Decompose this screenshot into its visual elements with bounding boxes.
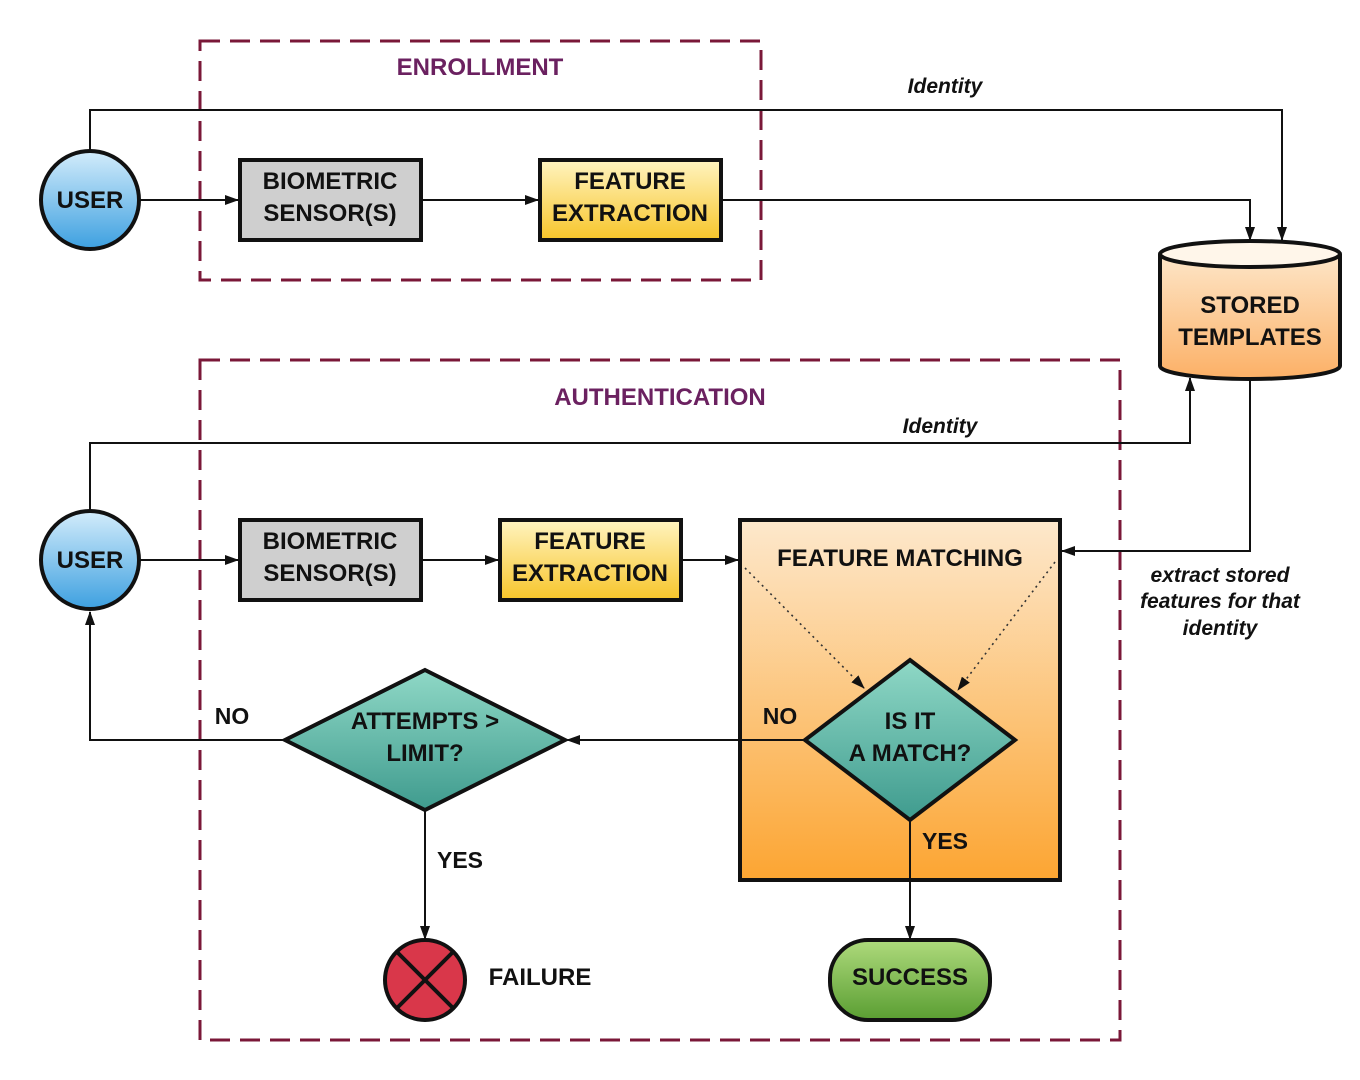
templates-to-matching-connector bbox=[1061, 380, 1251, 556]
attempts-yes-label: YES bbox=[437, 847, 483, 873]
extract-note: extract stored features for that identit… bbox=[1140, 564, 1301, 640]
svg-text:LIMIT?: LIMIT? bbox=[386, 740, 463, 767]
match-yes-label: YES bbox=[922, 828, 968, 854]
svg-text:SENSOR(S): SENSOR(S) bbox=[263, 200, 396, 227]
svg-text:USER: USER bbox=[57, 547, 124, 574]
svg-text:TEMPLATES: TEMPLATES bbox=[1178, 324, 1322, 351]
svg-text:STORED: STORED bbox=[1200, 292, 1300, 319]
is-match-decision: IS IT A MATCH? bbox=[801, 657, 1019, 823]
svg-text:identity: identity bbox=[1183, 617, 1259, 640]
attempts-no-label: NO bbox=[215, 703, 250, 729]
authentication-section bbox=[198, 358, 1122, 1042]
enroll-extraction-to-templates-connector bbox=[722, 199, 1255, 241]
svg-text:FEATURE: FEATURE bbox=[534, 528, 646, 555]
svg-text:FEATURE: FEATURE bbox=[574, 168, 686, 195]
svg-text:BIOMETRIC: BIOMETRIC bbox=[263, 528, 398, 555]
failure-terminal: FAILURE bbox=[383, 938, 592, 1022]
enrollment-title: ENROLLMENT bbox=[397, 54, 564, 81]
svg-text:A MATCH?: A MATCH? bbox=[849, 740, 972, 767]
auth-identity-connector bbox=[89, 377, 1195, 510]
enroll-extraction-node: FEATURE EXTRACTION bbox=[538, 158, 723, 242]
matching-dotted-left bbox=[744, 567, 865, 689]
svg-text:USER: USER bbox=[57, 187, 124, 214]
enroll-identity-connector bbox=[89, 109, 1287, 241]
success-terminal: SUCCESS bbox=[828, 938, 992, 1022]
svg-text:extract stored: extract stored bbox=[1151, 564, 1291, 587]
cylinder-database-icon bbox=[1158, 254, 1342, 381]
feature-matching-title: FEATURE MATCHING bbox=[777, 545, 1023, 572]
match-no-label: NO bbox=[763, 703, 798, 729]
svg-text:SUCCESS: SUCCESS bbox=[852, 964, 968, 991]
enrollment-section bbox=[198, 39, 763, 282]
svg-text:EXTRACTION: EXTRACTION bbox=[552, 200, 708, 227]
auth-user-node: USER bbox=[39, 509, 141, 611]
failure-label: FAILURE bbox=[489, 964, 592, 991]
svg-text:EXTRACTION: EXTRACTION bbox=[512, 560, 668, 587]
attempts-no-connector bbox=[85, 611, 285, 741]
svg-text:IS IT: IS IT bbox=[885, 708, 936, 735]
svg-text:ATTEMPTS >: ATTEMPTS > bbox=[351, 708, 499, 735]
x-circle-icon bbox=[383, 938, 467, 1022]
auth-extraction-node: FEATURE EXTRACTION bbox=[498, 518, 683, 602]
enroll-sensor-node: BIOMETRIC SENSOR(S) bbox=[238, 158, 423, 242]
matching-dotted-right bbox=[957, 561, 1056, 691]
svg-text:features for that: features for that bbox=[1140, 590, 1301, 613]
svg-text:BIOMETRIC: BIOMETRIC bbox=[263, 168, 398, 195]
authentication-title: AUTHENTICATION bbox=[554, 384, 766, 411]
svg-text:SENSOR(S): SENSOR(S) bbox=[263, 560, 396, 587]
auth-sensor-node: BIOMETRIC SENSOR(S) bbox=[238, 518, 423, 602]
stored-templates-node: STORED TEMPLATES bbox=[1158, 239, 1342, 381]
enroll-identity-label: Identity bbox=[908, 75, 984, 98]
attempts-limit-decision: ATTEMPTS > LIMIT? bbox=[280, 667, 570, 813]
auth-identity-label: Identity bbox=[903, 415, 979, 438]
enroll-user-node: USER bbox=[39, 149, 141, 251]
